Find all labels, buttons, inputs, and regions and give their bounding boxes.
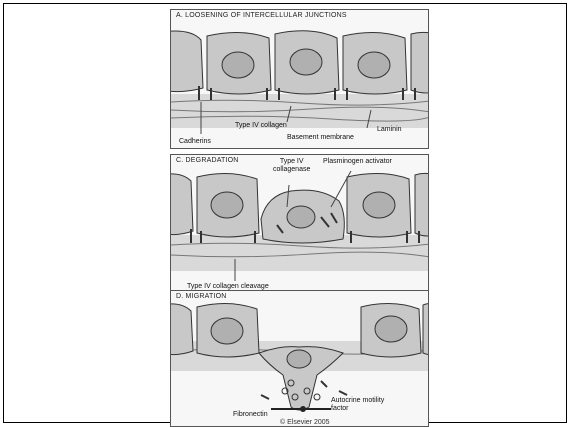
label-cadherins: Cadherins bbox=[179, 138, 211, 146]
panel-d-drawing bbox=[171, 291, 429, 427]
label-basement-membrane: Basement membrane bbox=[287, 134, 354, 142]
label-type-iv-collagenase: Type IV collagenase bbox=[273, 158, 310, 174]
label-autocrine-motility-factor: Autocrine motility factor bbox=[331, 397, 384, 413]
metastasis-figure: A. LOOSENING OF INTERCELLULAR JUNCTIONS … bbox=[170, 9, 429, 427]
panel-d: D. MIGRATION Autocrine motility factor F… bbox=[170, 290, 429, 427]
panel-c-drawing bbox=[171, 155, 429, 294]
label-type-iv-collagen: Type IV collagen bbox=[235, 122, 287, 130]
panel-c: C. DEGRADATION Type IV collagenase Plasm… bbox=[170, 154, 429, 294]
label-laminin: Laminin bbox=[377, 126, 402, 134]
label-fibronectin: Fibronectin bbox=[233, 411, 268, 419]
panel-d-title: D. MIGRATION bbox=[176, 293, 227, 300]
panel-c-title: C. DEGRADATION bbox=[176, 157, 239, 164]
copyright-text: © Elsevier 2005 bbox=[280, 419, 330, 426]
panel-a-title: A. LOOSENING OF INTERCELLULAR JUNCTIONS bbox=[176, 12, 347, 19]
panel-a: A. LOOSENING OF INTERCELLULAR JUNCTIONS … bbox=[170, 9, 429, 149]
label-plasminogen-activator: Plasminogen activator bbox=[323, 158, 392, 166]
